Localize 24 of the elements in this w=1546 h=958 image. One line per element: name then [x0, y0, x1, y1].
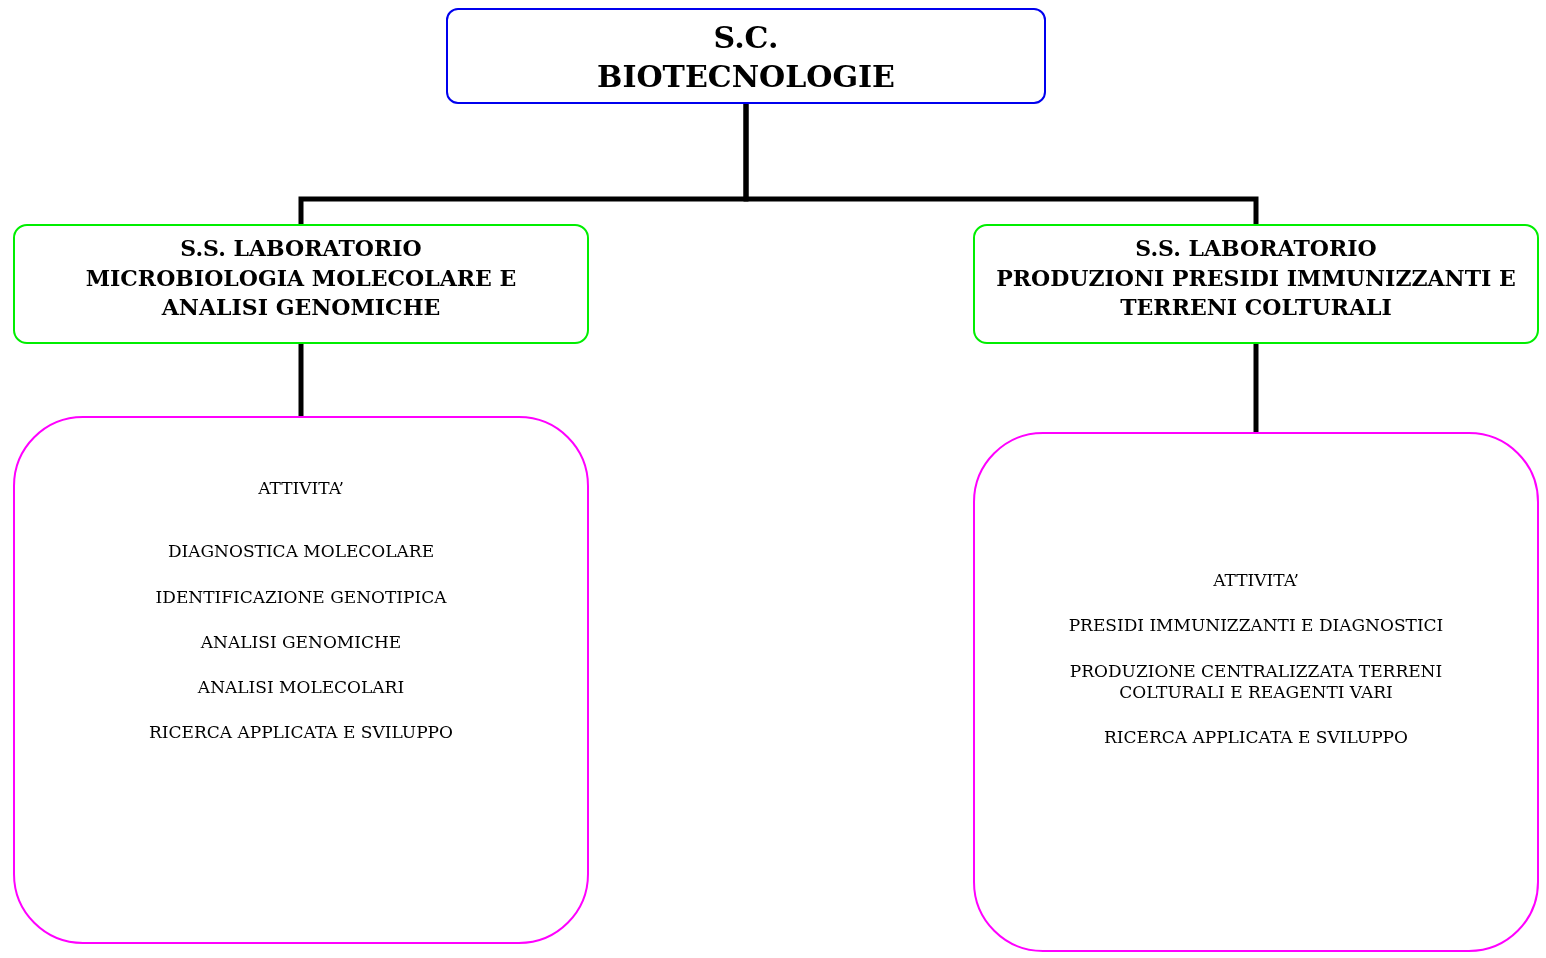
unit-box: [446, 8, 1046, 104]
unit-title: BIOTECNOLOGIE: [597, 58, 895, 96]
section-heading: ATTIVITA’: [258, 478, 344, 500]
activities-box: [13, 416, 589, 944]
activity-text: RICERCA APPLICATA E SVILUPPO: [149, 722, 453, 744]
unit-title: S.C.: [713, 19, 779, 57]
activity-text: PRESIDI IMMUNIZZANTI E DIAGNOSTICI: [1068, 615, 1444, 637]
activity-text: RICERCA APPLICATA E SVILUPPO: [1104, 727, 1408, 749]
activity-text: DIAGNOSTICA MOLECOLARE: [167, 541, 435, 563]
activities-box: [973, 432, 1539, 952]
activity-text: PRODUZIONE CENTRALIZZATA TERRENI COLTURALI E REAGENTI VARI: [1068, 660, 1444, 703]
lab-box: [13, 224, 589, 344]
section-heading: ATTIVITA’: [1213, 570, 1299, 592]
activity-text: ANALISI GENOMICHE: [200, 631, 402, 653]
lab-title: MICROBIOLOGIA MOLECOLARE E ANALISI GENOMICHE: [84, 263, 518, 323]
connector-line: [743, 104, 1259, 224]
connector-line: [298, 344, 304, 416]
lab-box: [973, 224, 1539, 344]
lab-title: S.S. LABORATORIO: [1135, 234, 1377, 263]
activity-text: ANALISI MOLECOLARI: [197, 677, 405, 699]
lab-title: PRODUZIONI PRESIDI IMMUNIZZANTI E TERRENI COLTURALI: [995, 263, 1517, 323]
lab-title: S.S. LABORATORIO: [180, 234, 422, 263]
activity-text: IDENTIFICAZIONE GENOTIPICA: [155, 586, 447, 608]
connector-line: [1253, 344, 1259, 432]
